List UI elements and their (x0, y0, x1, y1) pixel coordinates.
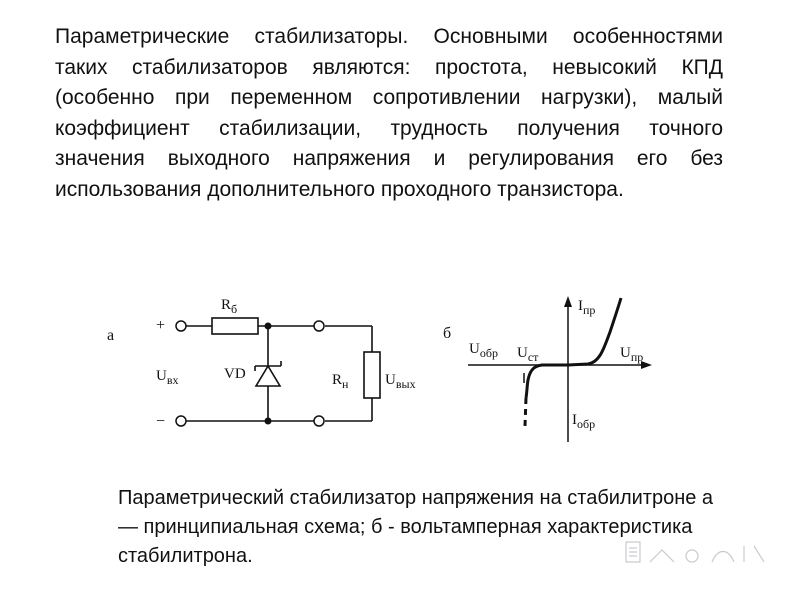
current-axis-arrow (564, 296, 572, 307)
plus-sign: + (156, 317, 165, 334)
minus-sign: − (156, 413, 165, 430)
watermark-logo (625, 541, 765, 563)
circuit-diagram (186, 317, 381, 422)
iv-characteristic (468, 296, 652, 442)
figure-caption: Параметрический стабилизатор напряжения … (118, 487, 714, 567)
forward-current-label: Iпр (578, 298, 595, 317)
output-terminal-top (313, 320, 325, 332)
voltage-axis-arrow (641, 361, 652, 369)
diode-label: VD (224, 366, 246, 382)
input-terminal-minus (175, 415, 187, 427)
forward-voltage-label: Uпр (620, 345, 643, 364)
ballast-resistor (211, 317, 259, 335)
body-paragraph: Параметрические стабилизаторы. Основными… (55, 25, 723, 201)
reverse-current-label: Iобр (572, 412, 595, 431)
panel-a-label: а (107, 327, 114, 344)
junction-dot-top (264, 322, 272, 330)
input-terminal-plus (175, 320, 187, 332)
reverse-branch-dashed (523, 397, 528, 427)
resistor-label: Rб (221, 297, 237, 316)
load-resistor (363, 351, 381, 399)
junction-dot-bottom (264, 417, 272, 425)
panel-b-label: б (443, 325, 451, 342)
reverse-branch-curve (524, 363, 568, 399)
forward-branch-curve (567, 297, 623, 367)
stabilization-voltage-label: Uст (517, 345, 539, 364)
load-resistor-label: Rн (332, 372, 349, 391)
zener-diode-triangle (254, 364, 282, 387)
output-voltage-label: Uвых (385, 372, 416, 391)
input-voltage-label: Uвх (156, 368, 179, 387)
reverse-voltage-label: Uобр (469, 341, 498, 360)
output-terminal-bottom (313, 415, 325, 427)
